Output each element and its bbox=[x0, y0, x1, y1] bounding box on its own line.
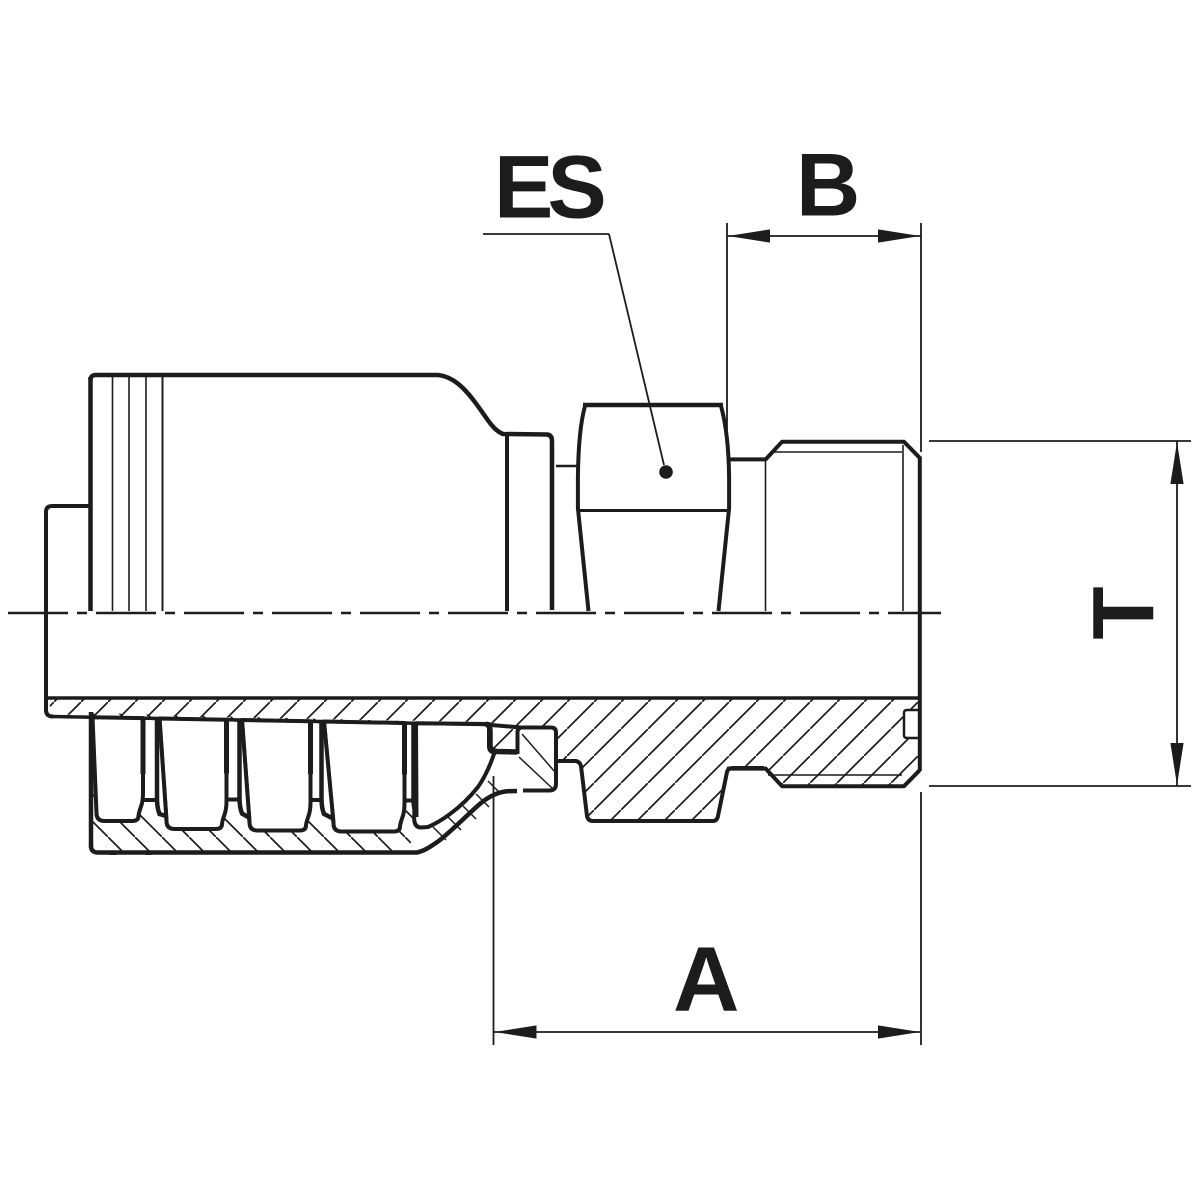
svg-text:A: A bbox=[673, 929, 739, 1031]
svg-text:T: T bbox=[1076, 586, 1173, 639]
svg-text:ES: ES bbox=[494, 137, 603, 237]
svg-text:B: B bbox=[796, 135, 860, 235]
